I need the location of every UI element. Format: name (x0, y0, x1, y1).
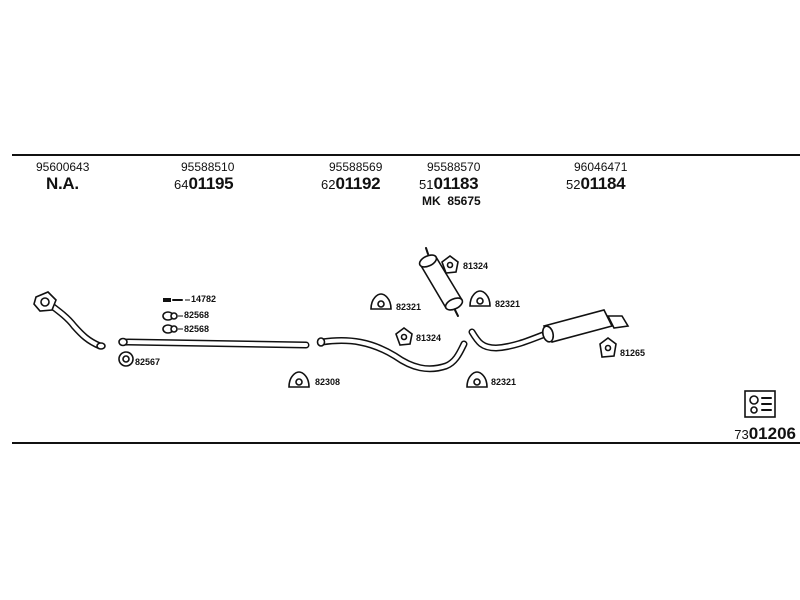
fitting-kit-code: 7301206 (734, 424, 796, 444)
bolt-icon (163, 298, 183, 302)
top-rule (12, 154, 800, 156)
part-label: 82321 (396, 302, 422, 312)
gasket-icon (441, 255, 459, 274)
part-code-main: 01192 (335, 174, 381, 193)
intermediate-pipe (118, 337, 310, 349)
part-label: 82308 (315, 377, 341, 387)
hanger-icon (599, 337, 617, 358)
hanger-icon (162, 311, 178, 321)
kit-number: MK 85675 (422, 194, 481, 208)
part-label: 81324 (416, 333, 442, 343)
part-code: 5101183 (419, 174, 481, 194)
oem-number: 95600643 (36, 160, 90, 174)
part-label: 82568 (184, 324, 210, 334)
fitting-kit-code-main: 01206 (748, 424, 796, 443)
kit-box-icon (744, 390, 776, 418)
column-3: 95588569 6201192 (321, 160, 383, 194)
column-5: 96046471 5201184 (566, 160, 628, 194)
part-label: 82321 (495, 299, 521, 309)
gasket-icon (118, 351, 134, 367)
centre-silencer (418, 247, 464, 317)
hanger-icon (162, 324, 178, 334)
clamp-icon (469, 290, 491, 307)
part-code: 6401195 (174, 174, 234, 194)
part-code: 5201184 (566, 174, 627, 194)
part-label: 81324 (463, 261, 489, 271)
oem-number: 95588570 (427, 160, 481, 174)
part-code-prefix: 51 (419, 177, 434, 192)
part-code-prefix: 64 (174, 177, 189, 192)
oem-number: 95588569 (329, 160, 383, 174)
clamp-icon (466, 371, 488, 388)
gasket-icon (395, 327, 413, 346)
column-2: 95588510 6401195 (174, 160, 235, 194)
part-code: 6201192 (321, 174, 382, 194)
part-code-main: 01184 (580, 174, 626, 193)
part-code: N.A. (46, 174, 89, 194)
part-label: 82568 (184, 310, 210, 320)
front-pipe (33, 291, 106, 350)
part-code-prefix: 52 (566, 177, 581, 192)
clamp-icon (370, 293, 392, 310)
part-label: 81265 (620, 348, 646, 358)
part-code-main: N.A. (46, 174, 79, 193)
part-code-main: 01195 (188, 174, 234, 193)
part-label: 82567 (135, 357, 161, 367)
oem-number: 96046471 (574, 160, 628, 174)
part-code-prefix: 62 (321, 177, 336, 192)
column-4: 95588570 5101183 MK 85675 (419, 160, 481, 208)
part-label: 82321 (491, 377, 517, 387)
bottom-rule (12, 442, 800, 444)
part-label: 14782 (191, 294, 217, 304)
mid-pipe (316, 337, 468, 373)
oem-number: 95588510 (181, 160, 235, 174)
fitting-kit-code-prefix: 73 (734, 427, 749, 442)
clamp-icon (288, 371, 310, 388)
rear-silencer-assembly (468, 309, 630, 352)
part-code-main: 01183 (433, 174, 479, 193)
column-1: 95600643 N.A. (36, 160, 89, 194)
